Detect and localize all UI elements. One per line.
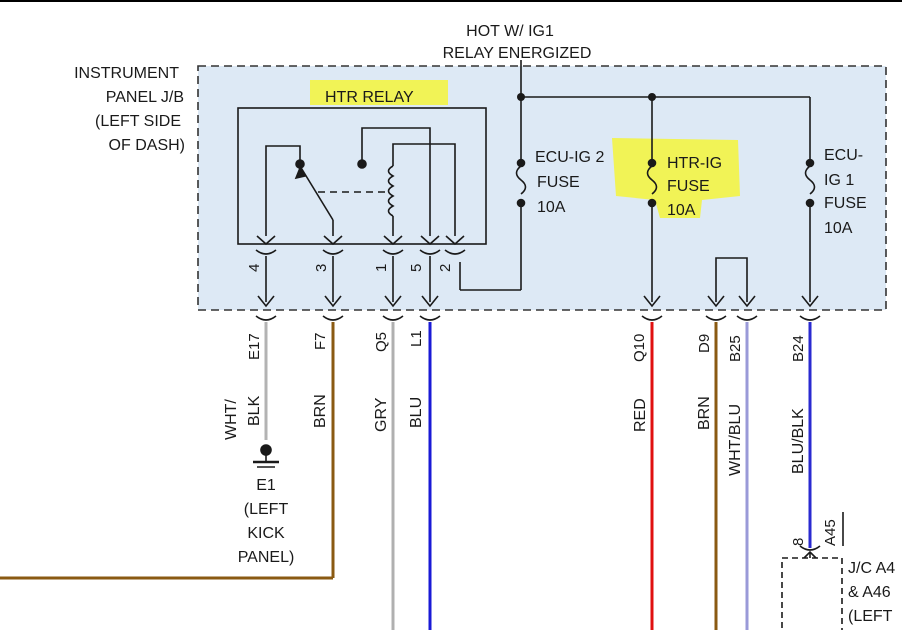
jc-pin-number: 8 [790, 538, 807, 546]
bus-node [517, 93, 525, 101]
relay-pin-number: 1 [373, 264, 390, 272]
relay-pin-number: 4 [246, 264, 263, 272]
power-bus [520, 60, 811, 160]
jc-label-line: & A46 [848, 584, 891, 601]
connector-id: F7 [312, 332, 329, 350]
wire-label-brn: BRN [312, 394, 329, 428]
wire-label-blu-blk: BLU/BLK [790, 408, 807, 474]
fuse-label-line: ECU- [824, 147, 863, 164]
jc-label-line: (LEFT [848, 608, 893, 625]
relay-pin-numbers: 4 3 1 5 2 [246, 264, 454, 272]
ground-icon [253, 444, 279, 468]
fuse-label-line: FUSE [824, 195, 867, 212]
connector-id: B24 [790, 335, 807, 362]
htr-ig-fuse-label: HTR-IG FUSE 10A [667, 155, 722, 219]
ground-id: E1 [256, 477, 276, 494]
ground-label-line: PANEL) [238, 549, 295, 566]
connector-id: L1 [408, 330, 425, 347]
jb-label-line: INSTRUMENT [74, 65, 179, 82]
jc-connector-id: A45 [822, 519, 839, 546]
fuse-label-line: FUSE [537, 174, 580, 191]
wire-label-wht-blu: WHT/BLU [727, 404, 744, 476]
external-wires [0, 322, 812, 630]
ecu-ig2-fuse-label: ECU-IG 2 FUSE 10A [535, 149, 604, 216]
htr-ig-fuse-symbol [646, 158, 658, 302]
jc-label-line: J/C A4 [848, 560, 895, 577]
relay-pin-number: 2 [437, 264, 454, 272]
connector-id: Q5 [373, 332, 390, 352]
htr-relay-symbol [237, 107, 487, 245]
connector-arrows [255, 295, 821, 321]
connector-id: E17 [246, 333, 263, 360]
ecu-ig1-fuse-label: ECU- IG 1 FUSE 10A [824, 147, 867, 237]
fuse-label-line: HTR-IG [667, 155, 722, 172]
jb-label-line: (LEFT SIDE [95, 113, 181, 130]
connector-id: Q10 [631, 334, 648, 362]
connector-id: B25 [727, 335, 744, 362]
wire-label-gry: GRY [373, 397, 390, 432]
relay-pin-symbols [255, 235, 466, 302]
fuse-label-line: 10A [667, 202, 696, 219]
d9-b25-jumper [715, 257, 748, 302]
wire-color-labels: WHT/ BLK BRN GRY BLU RED BRN WHT/BLU BLU… [223, 394, 807, 476]
connector-ids: E17 F7 Q5 L1 Q10 D9 B25 B24 [246, 330, 807, 362]
jc-label: 8 A45 J/C A4 & A46 (LEFT [790, 519, 895, 625]
ground-label-line: (LEFT [244, 501, 289, 518]
htr-relay-highlight [310, 80, 448, 105]
jc-a45-connector-symbol [781, 512, 844, 630]
relay-pin-number: 3 [313, 264, 330, 272]
wire-label-brn-2: BRN [696, 396, 713, 430]
power-label: HOT W/ IG1 RELAY ENERGIZED [443, 23, 592, 62]
power-label-line1: HOT W/ IG1 [466, 23, 554, 40]
fuse-label-line: FUSE [667, 178, 710, 195]
jb-label-line: PANEL J/B [106, 89, 184, 106]
junction-block-label: INSTRUMENT PANEL J/B (LEFT SIDE OF DASH) [74, 65, 185, 154]
htr-relay-label: HTR RELAY [325, 89, 414, 106]
wire-label-red: RED [632, 398, 649, 432]
fuse-label-line: ECU-IG 2 [535, 149, 604, 166]
relay-pin-number: 5 [408, 264, 425, 272]
fuse-label-line: IG 1 [824, 172, 854, 189]
power-label-line2: RELAY ENERGIZED [443, 45, 592, 62]
ground-label-line: KICK [247, 525, 285, 542]
ecu-ig1-fuse-symbol [804, 158, 816, 302]
wire-label-wht-blk: WHT/ [223, 399, 240, 440]
jb-label-line: OF DASH) [109, 137, 185, 154]
fuse-label-line: 10A [537, 199, 566, 216]
connector-id: D9 [696, 334, 713, 353]
bus-node [648, 93, 656, 101]
wire-label-blu: BLU [408, 397, 425, 428]
ground-label: E1 (LEFT KICK PANEL) [238, 477, 295, 566]
htr-ig-fuse-highlight [612, 138, 740, 218]
ecu-ig2-fuse-symbol [459, 158, 527, 291]
wire-label-wht-blk-2: BLK [246, 395, 263, 426]
fuse-label-line: 10A [824, 220, 853, 237]
